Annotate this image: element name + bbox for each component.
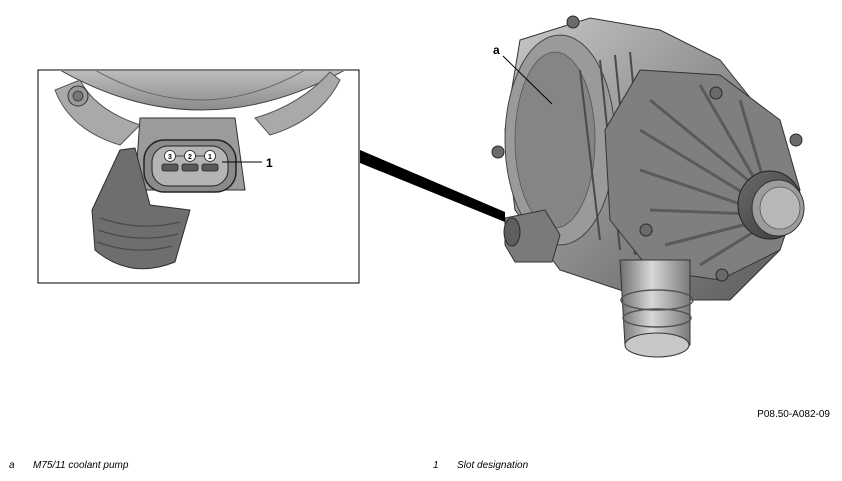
legend-key: a bbox=[9, 460, 15, 471]
figure-id: P08.50-A082-09 bbox=[757, 409, 830, 420]
legend-text: M75/11 coolant pump bbox=[33, 460, 129, 471]
legend-text: Slot designation bbox=[457, 460, 529, 471]
pin-label-3: 3 bbox=[168, 154, 172, 161]
coolant-pump-body bbox=[491, 15, 805, 358]
pin-label-2: 2 bbox=[188, 154, 192, 161]
legend-key: 1 bbox=[433, 460, 439, 471]
pin-label-1: 1 bbox=[208, 154, 212, 161]
callout-a: a bbox=[493, 43, 500, 57]
callout-a-group: a bbox=[493, 43, 553, 105]
connector-detail-inset: 3 2 1 1 bbox=[37, 69, 360, 284]
callout-1: 1 bbox=[266, 156, 273, 170]
zoom-leader bbox=[360, 150, 505, 222]
